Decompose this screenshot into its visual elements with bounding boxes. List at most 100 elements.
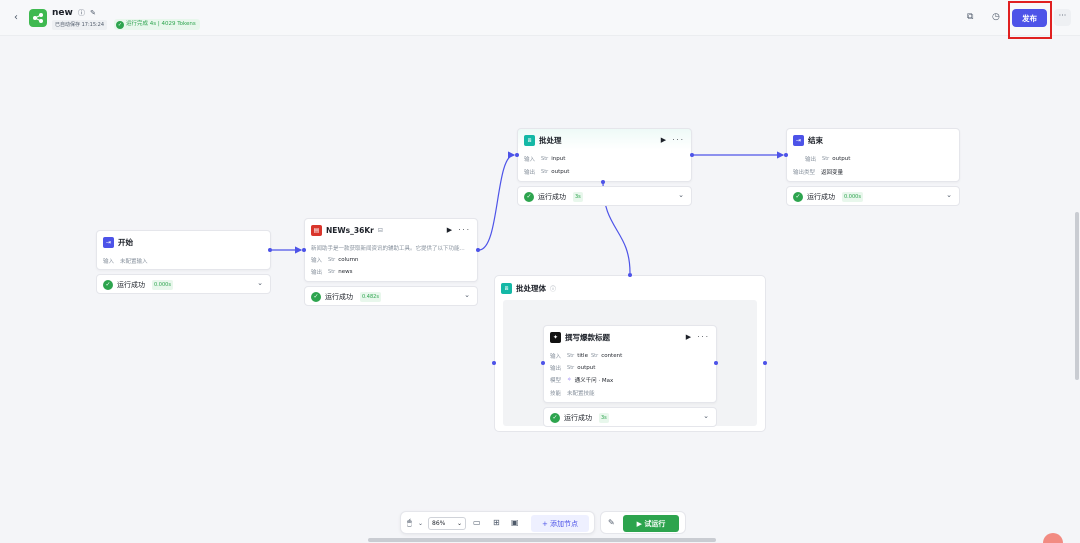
type-tag: Str	[541, 169, 549, 175]
type-tag: Str	[328, 257, 336, 263]
type-tag: Str	[328, 269, 336, 275]
node-actions[interactable]: ▶ ···	[446, 226, 471, 234]
skill-value: 未配置技能	[567, 391, 595, 397]
node-start-status[interactable]: ✓ 运行成功 0.000s ⌄	[96, 274, 271, 294]
output-mode-label: 输出类型	[793, 170, 816, 176]
avatar[interactable]	[1043, 533, 1063, 543]
model-icon: ✧	[567, 377, 572, 383]
port-news-in[interactable]	[302, 248, 306, 252]
minimap-icon[interactable]: ▣	[511, 518, 519, 527]
check-circle-icon: ✓	[116, 20, 124, 29]
info-icon[interactable]: ⓘ	[77, 9, 85, 17]
more-options-button[interactable]: ···	[1054, 9, 1071, 26]
model-label: 模型	[550, 378, 562, 384]
node-batch[interactable]: ⧈ 批处理 ▶ ··· 输入 Str input 输出 Str output	[517, 128, 692, 182]
zoom-select[interactable]: 86% ⌄	[428, 517, 466, 530]
success-icon: ✓	[524, 192, 534, 202]
node-headline-status[interactable]: ✓ 运行成功 3s ⌄	[543, 407, 717, 427]
input-label: 输入	[103, 259, 115, 265]
publish-button[interactable]: 发布	[1012, 9, 1047, 27]
horizontal-scrollbar[interactable]	[368, 538, 716, 542]
port-batch-out[interactable]	[690, 153, 694, 157]
node-news-status[interactable]: ✓ 运行成功 0.482s ⌄	[304, 286, 478, 306]
port-body-in[interactable]	[628, 273, 632, 277]
output-mode-value: 返回变量	[821, 170, 844, 176]
node-end[interactable]: ⇥ 结束 输出 Str output 输出类型 返回变量	[786, 128, 960, 182]
input-label: 输入	[311, 258, 323, 264]
node-news[interactable]: ▤ NEWs_36Kr ⊟ ▶ ··· 新闻助手是一款获取新闻资讯的辅助工具。它…	[304, 218, 478, 282]
node-start[interactable]: ⇥ 开始 输入 未配置输入	[96, 230, 271, 270]
type-tag: Str	[822, 156, 830, 162]
vertical-scrollbar[interactable]	[1075, 212, 1079, 380]
node-headline-title: 撰写爆款标题	[565, 333, 610, 342]
edit-icon[interactable]: ✎	[90, 9, 96, 17]
history-icon[interactable]: ◷	[992, 12, 1000, 22]
mouse-mode-icon[interactable]: 🖱	[407, 518, 412, 527]
run-toolbar: ✎ ▶ 试运行	[600, 511, 686, 534]
status-text: 运行成功	[564, 414, 592, 422]
port-start-out[interactable]	[268, 248, 272, 252]
run-status-text: 运行完成 4s | 4029 Tokens	[126, 21, 196, 27]
chevron-down-icon[interactable]: ⌄	[678, 191, 684, 199]
zoom-value: 86%	[432, 520, 446, 527]
comment-icon[interactable]: ▭	[473, 518, 481, 527]
end-icon: ⇥	[793, 135, 804, 146]
output-label: 输出	[550, 366, 562, 372]
port-body-left[interactable]	[492, 361, 496, 365]
output-label: 输出	[805, 157, 817, 163]
back-icon[interactable]: ‹	[14, 12, 18, 23]
input-value-content: content	[601, 353, 623, 359]
port-batch-body-out[interactable]	[601, 180, 605, 184]
chevron-down-icon[interactable]: ⌄	[703, 412, 709, 420]
port-headline-in[interactable]	[541, 361, 545, 365]
port-headline-out[interactable]	[714, 361, 718, 365]
node-actions[interactable]: ▶ ···	[660, 136, 685, 144]
output-label: 输出	[524, 170, 536, 176]
news-plugin-icon: ▤	[311, 225, 322, 236]
canvas-toolbar: 🖱 ⌄ 86% ⌄ ▭ ⊞ ▣ + 添加节点	[400, 511, 595, 534]
node-description: 新闻助手是一款获取新闻资讯的辅助工具。它提供了以下功能...	[311, 246, 465, 252]
duration-badge: 3s	[573, 192, 583, 202]
status-text: 运行成功	[538, 193, 566, 201]
type-tag: Str	[567, 365, 575, 371]
chevron-down-icon[interactable]: ⌄	[464, 291, 470, 299]
node-batch-status[interactable]: ✓ 运行成功 3s ⌄	[517, 186, 692, 206]
chevron-down-icon: ⌄	[456, 520, 462, 527]
chevron-down-icon[interactable]: ⌄	[257, 279, 263, 287]
skill-label: 技能	[550, 391, 562, 397]
info-icon[interactable]: ⓘ	[550, 286, 557, 293]
port-batch-in[interactable]	[515, 153, 519, 157]
app-logo-icon	[29, 9, 47, 27]
port-end-in[interactable]	[784, 153, 788, 157]
port-body-right[interactable]	[763, 361, 767, 365]
status-text: 运行成功	[117, 281, 145, 289]
node-actions[interactable]: ▶ ···	[685, 333, 710, 341]
llm-icon: ✦	[550, 332, 561, 343]
node-headline[interactable]: ✦ 撰写爆款标题 ▶ ··· 输入 Str title Str content …	[543, 325, 717, 403]
add-node-button[interactable]: + 添加节点	[531, 515, 589, 532]
input-value: column	[338, 257, 359, 263]
trial-run-button[interactable]: ▶ 试运行	[623, 515, 679, 532]
input-value: input	[551, 156, 566, 162]
success-icon: ✓	[550, 413, 560, 423]
duration-badge: 3s	[599, 413, 609, 423]
plugin-tag-icon: ⊟	[377, 227, 383, 234]
node-batch-title: 批处理	[539, 136, 562, 145]
input-label: 输入	[524, 157, 536, 163]
autosave-badge: 已自动保存 17:15:24	[52, 20, 108, 30]
layout-icon[interactable]: ⊞	[493, 518, 500, 527]
success-icon: ✓	[103, 280, 113, 290]
app-title: new ⓘ ✎	[52, 8, 96, 18]
node-end-status[interactable]: ✓ 运行成功 0.000s ⌄	[786, 186, 960, 206]
node-end-title: 结束	[808, 136, 823, 145]
run-status-badge: ✓ 运行完成 4s | 4029 Tokens	[114, 19, 200, 30]
copy-icon[interactable]: ⧉	[967, 12, 974, 22]
port-news-out[interactable]	[476, 248, 480, 252]
debug-icon[interactable]: ✎	[608, 518, 615, 527]
chevron-down-icon[interactable]: ⌄	[418, 520, 424, 527]
node-start-title: 开始	[118, 238, 133, 247]
chevron-down-icon[interactable]: ⌄	[946, 191, 952, 199]
highlight-box	[1008, 1, 1052, 39]
status-text: 运行成功	[325, 293, 353, 301]
